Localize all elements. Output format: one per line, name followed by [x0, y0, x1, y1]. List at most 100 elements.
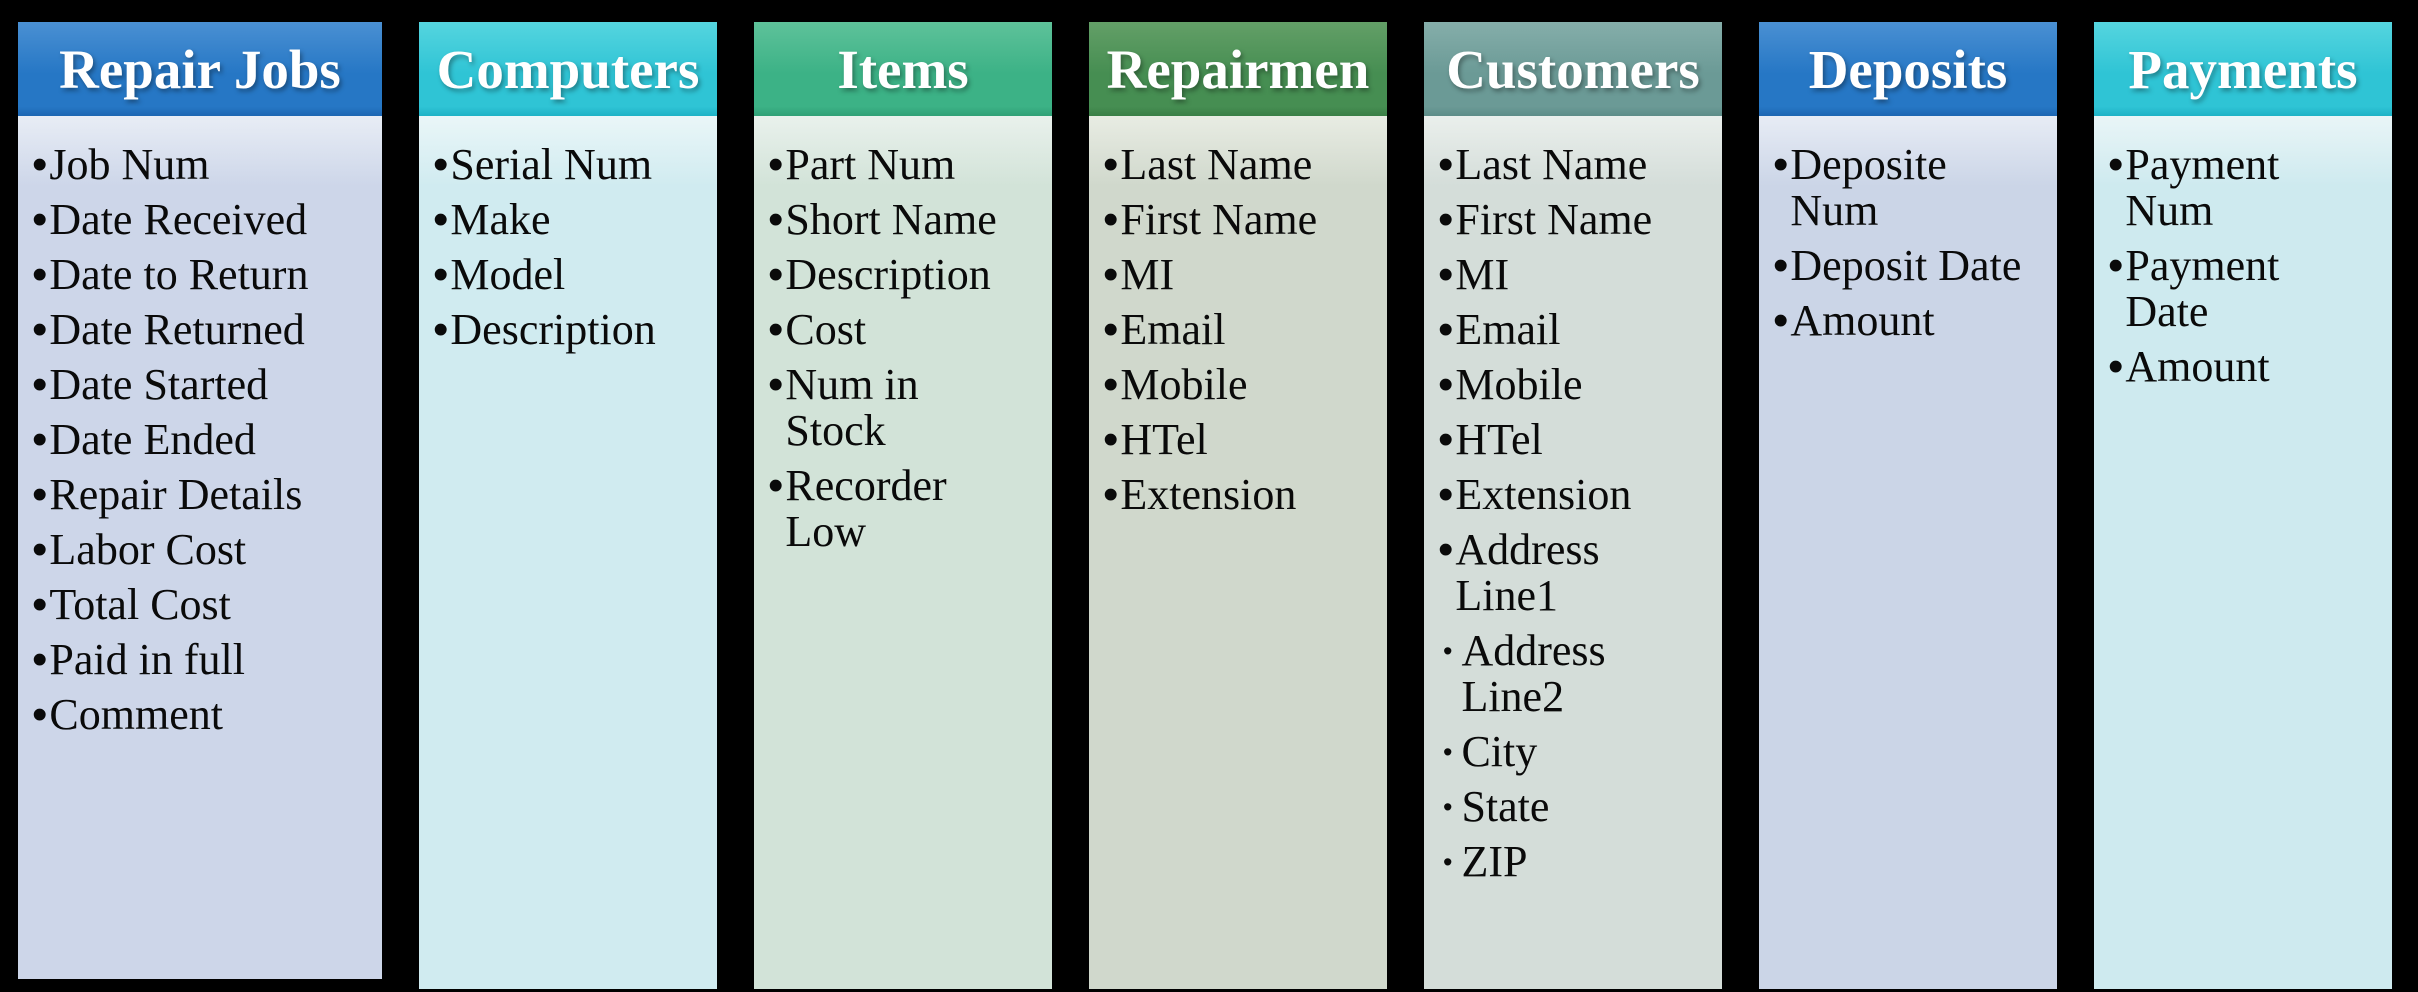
entity-title: Deposits — [1808, 38, 2008, 100]
entity-header-payments: Payments — [2094, 22, 2392, 116]
field-label: Total Cost — [49, 580, 231, 629]
bullet-icon: • — [32, 525, 48, 574]
field-label: Payment Num — [2125, 140, 2280, 235]
field-label: Short Name — [785, 195, 997, 244]
bullet-icon: • — [768, 140, 784, 189]
bullet-icon: • — [32, 415, 48, 464]
field-item: • Mobile — [1103, 362, 1357, 408]
entity-field-list: • Part Num • Short Name • Description • … — [754, 116, 1052, 989]
field-label: ZIP — [1461, 837, 1528, 886]
field-item: • Date Started — [32, 362, 352, 408]
field-label: Date Returned — [49, 305, 305, 354]
field-item: • Deposit Date — [1773, 243, 2027, 289]
field-item: • Date Received — [32, 197, 352, 243]
entity-title: Customers — [1446, 38, 1700, 100]
field-label: Part Num — [785, 140, 956, 189]
field-item: • Cost — [768, 307, 1022, 353]
bullet-icon: • — [2108, 140, 2124, 189]
field-item: • Total Cost — [32, 582, 352, 628]
bullet-icon: • — [433, 140, 449, 189]
field-label: Date Ended — [49, 415, 256, 464]
field-label: Comment — [49, 690, 223, 739]
entity-header-computers: Computers — [419, 22, 717, 116]
field-item: • Date to Return — [32, 252, 352, 298]
entity-header-repairmen: Repairmen — [1089, 22, 1387, 116]
field-label: First Name — [1120, 195, 1318, 244]
bullet-icon: • — [1443, 636, 1453, 666]
field-item: • Repair Details — [32, 472, 352, 518]
bullet-icon: • — [32, 195, 48, 244]
field-label: Make — [450, 195, 551, 244]
entity-card-deposits: Deposits • Deposite Num • Deposit Date •… — [1759, 22, 2057, 989]
field-item: • Payment Date — [2108, 243, 2362, 335]
field-item: • Short Name — [768, 197, 1022, 243]
field-item: • Mobile — [1438, 362, 1692, 408]
bullet-icon: • — [1773, 241, 1789, 290]
field-item: • Comment — [32, 692, 352, 738]
bullet-icon: • — [1438, 360, 1454, 409]
field-item: • Labor Cost — [32, 527, 352, 573]
bullet-icon: • — [32, 580, 48, 629]
bullet-icon: • — [433, 195, 449, 244]
entity-card-repair-jobs: Repair Jobs • Job Num • Date Received • … — [18, 22, 382, 979]
field-label: Num in Stock — [785, 360, 919, 455]
bullet-icon: • — [32, 635, 48, 684]
field-label: Description — [785, 250, 991, 299]
entity-card-customers: Customers • Last Name • First Name • MI … — [1424, 22, 1722, 989]
bullet-icon: • — [1103, 140, 1119, 189]
field-label: Last Name — [1120, 140, 1313, 189]
entity-title: Repair Jobs — [59, 38, 341, 100]
field-item: • First Name — [1103, 197, 1357, 243]
field-label: Email — [1455, 305, 1561, 354]
bullet-icon: • — [1438, 140, 1454, 189]
field-label: Model — [450, 250, 566, 299]
field-item: • Num in Stock — [768, 362, 1022, 454]
field-item: • Email — [1103, 307, 1357, 353]
field-item: • Email — [1438, 307, 1692, 353]
field-label: Date Started — [49, 360, 269, 409]
bullet-icon: • — [32, 470, 48, 519]
entity-card-computers: Computers • Serial Num • Make • Model • … — [419, 22, 717, 989]
field-label: Job Num — [49, 140, 210, 189]
field-item: • Extension — [1438, 472, 1692, 518]
field-item: • Extension — [1103, 472, 1357, 518]
entity-card-payments: Payments • Payment Num • Payment Date • … — [2094, 22, 2392, 989]
field-label: MI — [1120, 250, 1175, 299]
bullet-icon: • — [2108, 342, 2124, 391]
field-item: • HTel — [1103, 417, 1357, 463]
bullet-icon: • — [768, 461, 784, 510]
field-item: • Serial Num — [433, 142, 687, 188]
entity-field-list: • Payment Num • Payment Date • Amount — [2094, 116, 2392, 989]
entity-card-repairmen: Repairmen • Last Name • First Name • MI … — [1089, 22, 1387, 989]
entity-field-list: • Serial Num • Make • Model • Descriptio… — [419, 116, 717, 989]
bullet-icon: • — [1103, 250, 1119, 299]
field-item: • Description — [433, 307, 687, 353]
field-item: • Date Ended — [32, 417, 352, 463]
field-item: • Part Num — [768, 142, 1022, 188]
bullet-icon: • — [1773, 296, 1789, 345]
field-label: Last Name — [1455, 140, 1648, 189]
entity-field-list: • Job Num • Date Received • Date to Retu… — [18, 116, 382, 979]
bullet-icon: • — [1443, 847, 1453, 877]
entity-field-list: • Last Name • First Name • MI • Email • … — [1089, 116, 1387, 989]
field-label: HTel — [1120, 415, 1208, 464]
entity-field-list: • Deposite Num • Deposit Date • Amount — [1759, 116, 2057, 989]
field-label: City — [1461, 727, 1538, 776]
field-item: • Description — [768, 252, 1022, 298]
field-item: • Make — [433, 197, 687, 243]
field-item: • Date Returned — [32, 307, 352, 353]
entity-title: Items — [837, 38, 969, 100]
field-item: • Paid in full — [32, 637, 352, 683]
entity-header-repair-jobs: Repair Jobs — [18, 22, 382, 116]
entity-title: Repairmen — [1106, 38, 1370, 100]
field-item: • Address Line2 — [1438, 628, 1692, 720]
field-item: • Deposite Num — [1773, 142, 2027, 234]
bullet-icon: • — [1438, 415, 1454, 464]
field-item: • Amount — [1773, 298, 2027, 344]
field-item: • Recorder Low — [768, 463, 1022, 555]
field-label: Description — [450, 305, 656, 354]
bullet-icon: • — [1438, 525, 1454, 574]
field-label: Recorder Low — [785, 461, 947, 556]
bullet-icon: • — [1438, 470, 1454, 519]
